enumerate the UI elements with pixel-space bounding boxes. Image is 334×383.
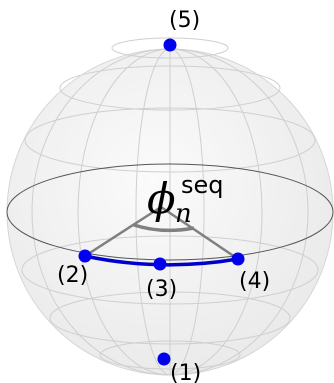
state-points (78, 38, 245, 366)
point-5 (163, 38, 177, 52)
point-1-label: (1) (170, 361, 201, 383)
angle-superscript: seq (181, 171, 224, 199)
point-3-label: (3) (146, 277, 177, 302)
point-4 (231, 252, 245, 266)
angle-ray-left (84, 205, 162, 258)
angle-arc (133, 223, 195, 233)
point-2-label: (2) (57, 263, 88, 288)
point-4-label: (4) (239, 269, 270, 294)
equator-line (6, 163, 334, 261)
angle-ray-right (160, 205, 239, 261)
angle-subscript: n (175, 199, 192, 229)
point-3 (153, 257, 167, 271)
point-1 (157, 352, 171, 366)
angle-symbol: ϕ (147, 174, 176, 223)
angle-construction (84, 205, 239, 261)
point-5-label: (5) (169, 8, 200, 33)
point-2 (78, 249, 92, 263)
